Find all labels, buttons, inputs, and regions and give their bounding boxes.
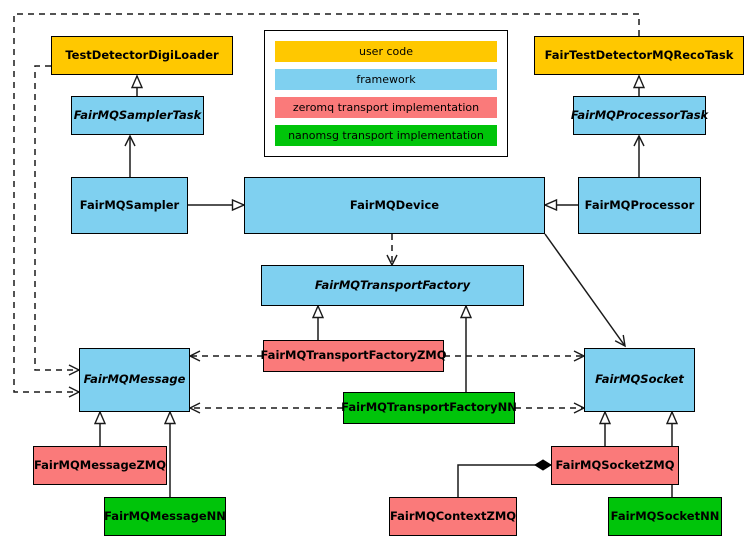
legend-item-zeromq: zeromq transport implementation xyxy=(275,96,497,118)
class-box-fairmqsocketzmq[interactable]: FairMQSocketZMQ xyxy=(551,446,679,485)
class-box-fairmqtransportfactorynn[interactable]: FairMQTransportFactoryNN xyxy=(341,392,517,424)
legend-item-nanomsg: nanomsg transport implementation xyxy=(275,124,497,146)
class-box-fairmqprocessor[interactable]: FairMQProcessor xyxy=(578,177,701,234)
class-box-fairmqmessagezmq[interactable]: FairMQMessageZMQ xyxy=(33,446,167,485)
class-box-fairmqsamplertask[interactable]: FairMQSamplerTask xyxy=(71,96,204,135)
class-box-fairmqprocessortask[interactable]: FairMQProcessorTask xyxy=(571,96,708,135)
class-box-fairmqtransportfactory[interactable]: FairMQTransportFactory xyxy=(261,265,524,306)
class-box-testdetectordigiloader[interactable]: TestDetectorDigiLoader xyxy=(51,36,233,75)
class-box-fairmqsampler[interactable]: FairMQSampler xyxy=(71,177,188,234)
class-box-fairtestdetectormqrecotask[interactable]: FairTestDetectorMQRecoTask xyxy=(534,36,744,75)
edge-socketzmq-contextzmq xyxy=(457,459,552,497)
class-box-fairmqmessage[interactable]: FairMQMessage xyxy=(79,348,190,412)
legend-item-user-code: user code xyxy=(275,41,497,63)
class-box-fairmqmessagenn[interactable]: FairMQMessageNN xyxy=(104,497,226,536)
class-box-fairmqsocket[interactable]: FairMQSocket xyxy=(584,348,695,412)
legend-panel: user code framework zeromq transport imp… xyxy=(264,30,508,157)
legend-item-framework: framework xyxy=(275,69,497,91)
class-box-fairmqcontextzmq[interactable]: FairMQContextZMQ xyxy=(389,497,517,536)
class-box-fairmqtransportfactoryzmq[interactable]: FairMQTransportFactoryZMQ xyxy=(261,340,447,372)
edge-device-socket xyxy=(544,233,626,348)
class-box-fairmqsocketnn[interactable]: FairMQSocketNN xyxy=(608,497,722,536)
class-box-fairmqdevice[interactable]: FairMQDevice xyxy=(244,177,545,234)
